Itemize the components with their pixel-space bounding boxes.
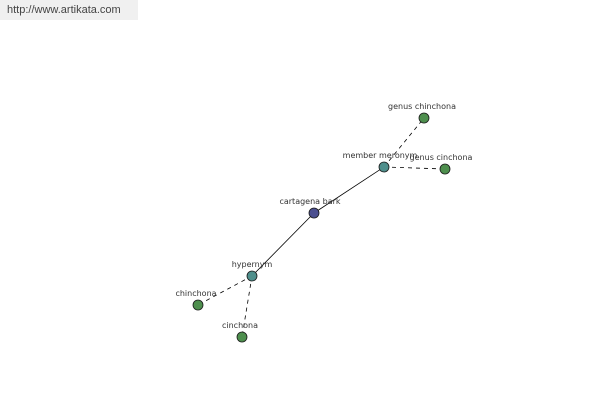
- node-chinchona[interactable]: [192, 299, 204, 311]
- node-label-genus-cinchona: genus cinchona: [410, 153, 473, 162]
- node-label-chinchona: chinchona: [175, 289, 216, 298]
- node-cinchona[interactable]: [236, 331, 248, 343]
- url-watermark-text: http://www.artikata.com: [7, 4, 121, 16]
- edge-member-meronym-to-genus-chinchona: [383, 117, 425, 168]
- node-label-member-meronym: member meronym: [343, 151, 418, 160]
- graph-nodes: cartagena bark member meronym hypernym genu…: [175, 102, 473, 343]
- node-genus-cinchona[interactable]: [439, 163, 451, 175]
- node-genus-chinchona[interactable]: [418, 112, 430, 124]
- edge-member-meronym-to-genus-cinchona: [383, 166, 446, 170]
- node-cartagena-bark[interactable]: [308, 207, 320, 219]
- node-label-cinchona: cinchona: [222, 321, 258, 330]
- graph-edges: [197, 117, 446, 338]
- node-member-meronym[interactable]: [378, 161, 390, 173]
- edge-hypernym-to-chinchona: [197, 275, 253, 306]
- edge-cartagena-bark-to-hypernym: [251, 212, 315, 277]
- node-label-genus-chinchona: genus chinchona: [388, 102, 456, 111]
- node-label-hypernym: hypernym: [232, 260, 273, 269]
- node-label-cartagena-bark: cartagena bark: [279, 197, 340, 206]
- edge-cartagena-bark-to-member-meronym: [313, 166, 385, 214]
- edge-hypernym-to-cinchona: [241, 275, 253, 338]
- node-hypernym[interactable]: [246, 270, 258, 282]
- url-watermark-bar: http://www.artikata.com: [0, 0, 138, 20]
